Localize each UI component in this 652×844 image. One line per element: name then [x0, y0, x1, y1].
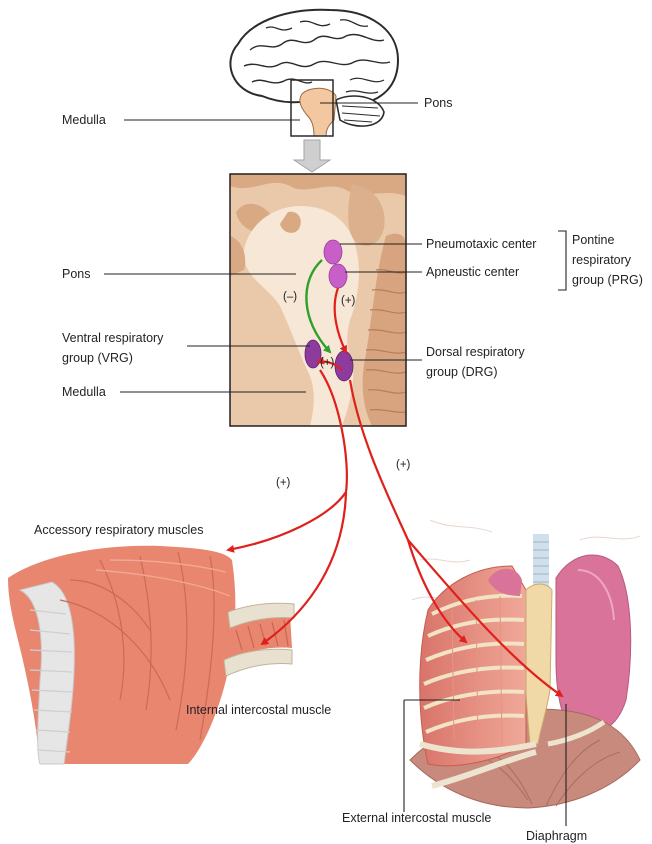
prg-label-line3: group (PRG) — [572, 273, 643, 287]
external-intercostal-label: External intercostal muscle — [342, 811, 491, 825]
apneustic-center — [329, 264, 347, 288]
vrg-label-line2: group (VRG) — [62, 351, 133, 365]
accessory-muscles-label: Accessory respiratory muscles — [34, 523, 204, 537]
zoom-arrow-icon — [294, 140, 330, 172]
medulla-label: Medulla — [62, 385, 106, 399]
prg-label-line1: Pontine — [572, 233, 614, 247]
left-excitatory-sign: (+) — [276, 477, 291, 489]
apneustic-excitatory-sign: (+) — [341, 295, 356, 307]
prg-bracket — [558, 231, 566, 290]
pneumotaxic-center-label: Pneumotaxic center — [426, 237, 536, 251]
drg-label-line1: Dorsal respiratory — [426, 345, 525, 359]
diaphragm-label: Diaphragm — [526, 829, 587, 843]
internal-intercostal-label: Internal intercostal muscle — [186, 703, 331, 717]
ventral-respiratory-group — [305, 340, 321, 368]
accessory-muscles-illustration — [8, 546, 235, 764]
drg-label-line2: group (DRG) — [426, 365, 498, 379]
brainstem-panel — [230, 174, 406, 426]
top-medulla-label: Medulla — [62, 113, 106, 127]
brain-illustration — [230, 10, 398, 136]
thorax-illustration — [410, 520, 640, 808]
vrg-label-line1: Ventral respiratory — [62, 331, 164, 345]
internal-intercostal-illustration — [224, 603, 294, 676]
apneustic-center-label: Apneustic center — [426, 265, 519, 279]
vrg-excitatory-sign: (+) — [320, 357, 335, 369]
top-pons-label: Pons — [424, 96, 453, 110]
pons-label: Pons — [62, 267, 91, 281]
pneumotaxic-center — [324, 240, 342, 264]
inhibitory-sign: (–) — [283, 291, 297, 303]
right-excitatory-sign: (+) — [396, 459, 411, 471]
prg-label-line2: respiratory — [572, 253, 632, 267]
